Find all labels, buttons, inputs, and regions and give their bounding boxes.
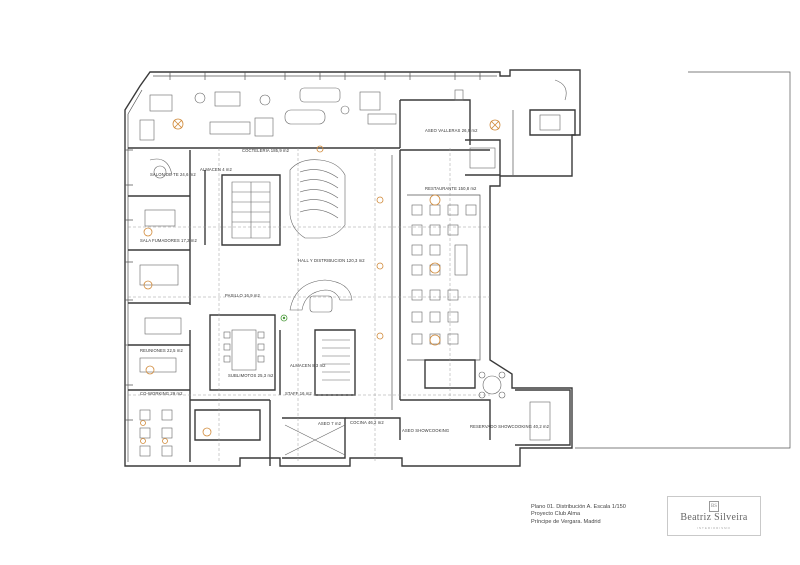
lamp-icon [376, 262, 384, 270]
lamp-icon [429, 334, 441, 346]
label-staff: STAFF 16 m2 [285, 391, 312, 396]
room-labels: COCTELERIA 185,9 m2 ASEO VALLERAS 26,9 m… [140, 128, 550, 433]
lamp-icon [376, 332, 384, 340]
main-staircase [231, 159, 350, 456]
caption-location: Príncipe de Vergara. Madrid [531, 518, 601, 525]
lamp-icon [429, 262, 441, 274]
label-coworking: CO-WORKING 29 m2 [140, 391, 183, 396]
lamp-icon [172, 118, 184, 130]
label-showcooking: ASEO SHOWCOOKING [402, 428, 449, 433]
label-almacen: ALMACEN 4 m2 [200, 167, 232, 172]
label-sala-fumadores: SALA FUMADORES 17,2 m2 [140, 238, 197, 243]
logo-text: Beatriz Silveira [680, 512, 748, 523]
reservado-furniture [478, 371, 551, 441]
reference-grid [128, 148, 490, 462]
lamp-icon [143, 227, 153, 237]
lamp-icon [316, 145, 324, 153]
lamp-icon [489, 119, 501, 131]
label-cocteleria: COCTELERIA 185,9 m2 [242, 148, 290, 153]
lamp-icon [143, 280, 153, 290]
plan-caption: Plano 01. Distribución A. Escala 1/150 P… [531, 504, 626, 526]
meeting-room-table [223, 329, 265, 371]
label-cocina: COCINA 46,2 m2 [350, 420, 384, 425]
salon-te-furniture [139, 158, 182, 457]
plant-icon [280, 314, 288, 322]
restaurant-tables [411, 204, 477, 345]
label-sublimotos: SUBLIMOTOS 25,3 m2 [228, 373, 274, 378]
upper-right-furniture [454, 79, 567, 169]
cocteleria-furniture [139, 87, 397, 141]
label-almacen2: ALMACEN 8,3 m2 [290, 363, 326, 368]
logo-mark-icon: BS [709, 501, 719, 512]
studio-logo: BS Beatriz Silveira INTERIORISMO [667, 496, 761, 536]
ceiling-lamps [140, 118, 501, 444]
lamp-icon [145, 365, 155, 375]
lamp-icon [162, 438, 168, 444]
lamp-icon [202, 427, 212, 437]
label-restaurante: RESTAURANTE 150,8 m2 [425, 186, 477, 191]
logo-subtitle: INTERIORISMO [696, 526, 731, 530]
label-reservado: RESERVADO SHOWCOOKING 40,2 m2 [470, 424, 550, 429]
label-pasillo: PASILLO 16,9 m2 [225, 293, 261, 298]
lamp-icon [140, 420, 146, 426]
building-outline [124, 69, 791, 467]
lamp-icon [140, 438, 146, 444]
label-aseo: ASEO 7 m2 [318, 421, 342, 426]
reception-desk [289, 279, 353, 313]
interior-walls [128, 99, 576, 466]
lamp-icon [429, 194, 441, 206]
label-salon-te: SALON DE TE 24,6 m2 [150, 172, 196, 177]
caption-title: Plano 01. Distribución A. Escala 1/150 [531, 504, 626, 510]
label-reuniones: REUNIONES 22,5 m2 [140, 348, 183, 353]
label-hall: HALL Y DISTRIBUCION 120,3 m2 [298, 258, 365, 263]
caption-project: Proyecto Club Alma [531, 511, 581, 518]
lamp-icon [376, 196, 384, 204]
label-aseo-valleras: ASEO VALLERAS 26,9 m2 [425, 128, 478, 133]
